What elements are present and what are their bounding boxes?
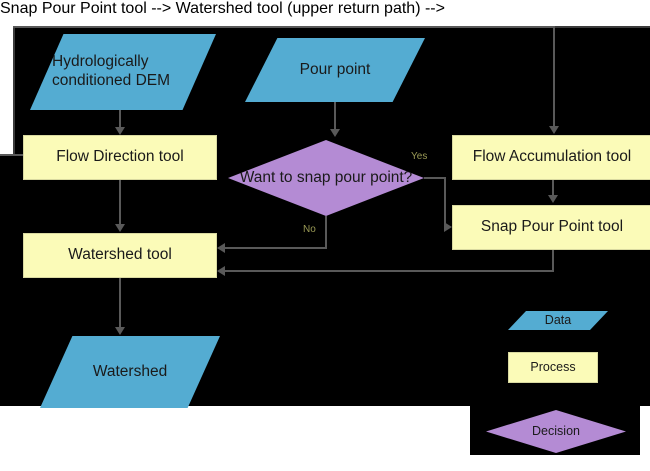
node-snap-pour-point-tool[interactable]: Snap Pour Point tool: [452, 205, 650, 250]
connector-watershed-tool-to-watershed: [119, 278, 121, 328]
node-label: Flow Accumulation tool: [472, 148, 632, 166]
node-label: Snap Pour Point tool: [480, 218, 624, 236]
node-watershed[interactable]: Watershed: [40, 336, 220, 408]
node-label: Want to snap pour point?: [239, 168, 413, 186]
node-hydrologically-conditioned-dem[interactable]: Hydrologically conditioned DEM: [30, 34, 216, 110]
edge-label-yes: Yes: [411, 151, 428, 162]
connector-no-horizontal: [225, 247, 327, 249]
legend-item-data: Data: [508, 311, 608, 330]
node-pour-point[interactable]: Pour point: [245, 38, 425, 102]
node-label: Watershed: [92, 362, 168, 380]
arrowhead-snap-to-watershed-tool: [217, 266, 225, 276]
node-label: Pour point: [299, 60, 371, 78]
arrowhead-pour-point-to-decision: [330, 129, 340, 137]
connector-snap-return-horizontal: [225, 270, 554, 272]
node-label: Watershed tool: [68, 246, 172, 264]
connector-top-route-horizontal: [13, 26, 555, 28]
edge-label-no: No: [303, 224, 316, 235]
legend-label: Data: [544, 312, 572, 327]
connector-yes-vertical: [444, 177, 446, 225]
connector-yes-horizontal: [424, 177, 446, 179]
arrowhead-dem-to-flow-direction: [115, 127, 125, 135]
connector-snap-return-vertical: [552, 250, 554, 272]
arrowhead-watershed-tool-to-watershed: [115, 327, 125, 335]
connector-flow-accumulation-to-snap: [552, 180, 554, 197]
connector-dem-to-flow-direction: [119, 110, 121, 129]
node-label: Flow Direction tool: [56, 148, 184, 166]
connector-top-route-to-flow-accumulation: [553, 26, 555, 127]
node-label: Hydrologically conditioned DEM: [52, 53, 171, 89]
arrowhead-yes-to-snap-pour-point: [444, 222, 452, 232]
diagram-backdrop-left-extension: [0, 155, 30, 406]
connector-pour-point-to-decision: [334, 102, 336, 130]
node-watershed-tool[interactable]: Watershed tool: [23, 233, 217, 278]
node-flow-direction-tool[interactable]: Flow Direction tool: [23, 135, 217, 180]
connector-flow-direction-to-watershed-tool: [119, 180, 121, 225]
arrowhead-no-to-watershed-tool: [217, 243, 225, 253]
legend-label: Process: [530, 359, 576, 374]
arrowhead-flow-accumulation-to-snap: [548, 195, 558, 203]
node-flow-accumulation-tool[interactable]: Flow Accumulation tool: [452, 135, 650, 180]
legend-label: Decision: [532, 423, 580, 438]
arrowhead-to-flow-accumulation: [549, 126, 559, 134]
arrowhead-flow-direction-to-watershed-tool: [115, 224, 125, 232]
legend-item-process: Process: [508, 352, 598, 383]
connector-left-feed: [0, 154, 25, 156]
connector-no-vertical: [325, 216, 327, 249]
